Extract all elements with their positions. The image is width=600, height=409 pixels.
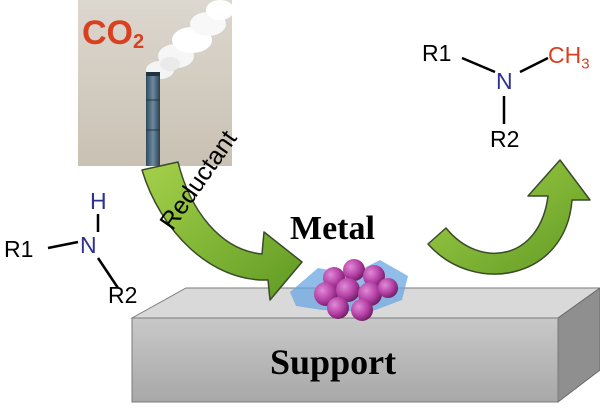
reactant-bonds <box>47 214 120 289</box>
green-arrow-reduction <box>141 161 303 301</box>
smoke-plume <box>146 0 234 79</box>
co2-main-text: CO <box>82 14 133 52</box>
co2-label: CO2 <box>82 16 144 52</box>
metal-cluster-icon <box>290 259 408 321</box>
support-block <box>130 287 600 404</box>
product-bonds <box>461 56 549 124</box>
product-r2: R2 <box>490 126 520 152</box>
smokestack-photo <box>78 0 234 166</box>
support-label: Support <box>270 342 397 382</box>
metal-label: Metal <box>290 210 375 247</box>
product-n: N <box>496 68 513 94</box>
reactant-r2: R2 <box>108 282 138 308</box>
product-ch3: CH3 <box>548 42 590 73</box>
co2-subscript: 2 <box>133 31 145 53</box>
reactant-n: N <box>80 232 97 258</box>
reactant-r1: R1 <box>4 236 34 262</box>
green-arrow-product <box>427 159 591 275</box>
chimney <box>146 72 160 166</box>
reactant-h: H <box>90 188 107 214</box>
product-r1: R1 <box>422 40 452 66</box>
